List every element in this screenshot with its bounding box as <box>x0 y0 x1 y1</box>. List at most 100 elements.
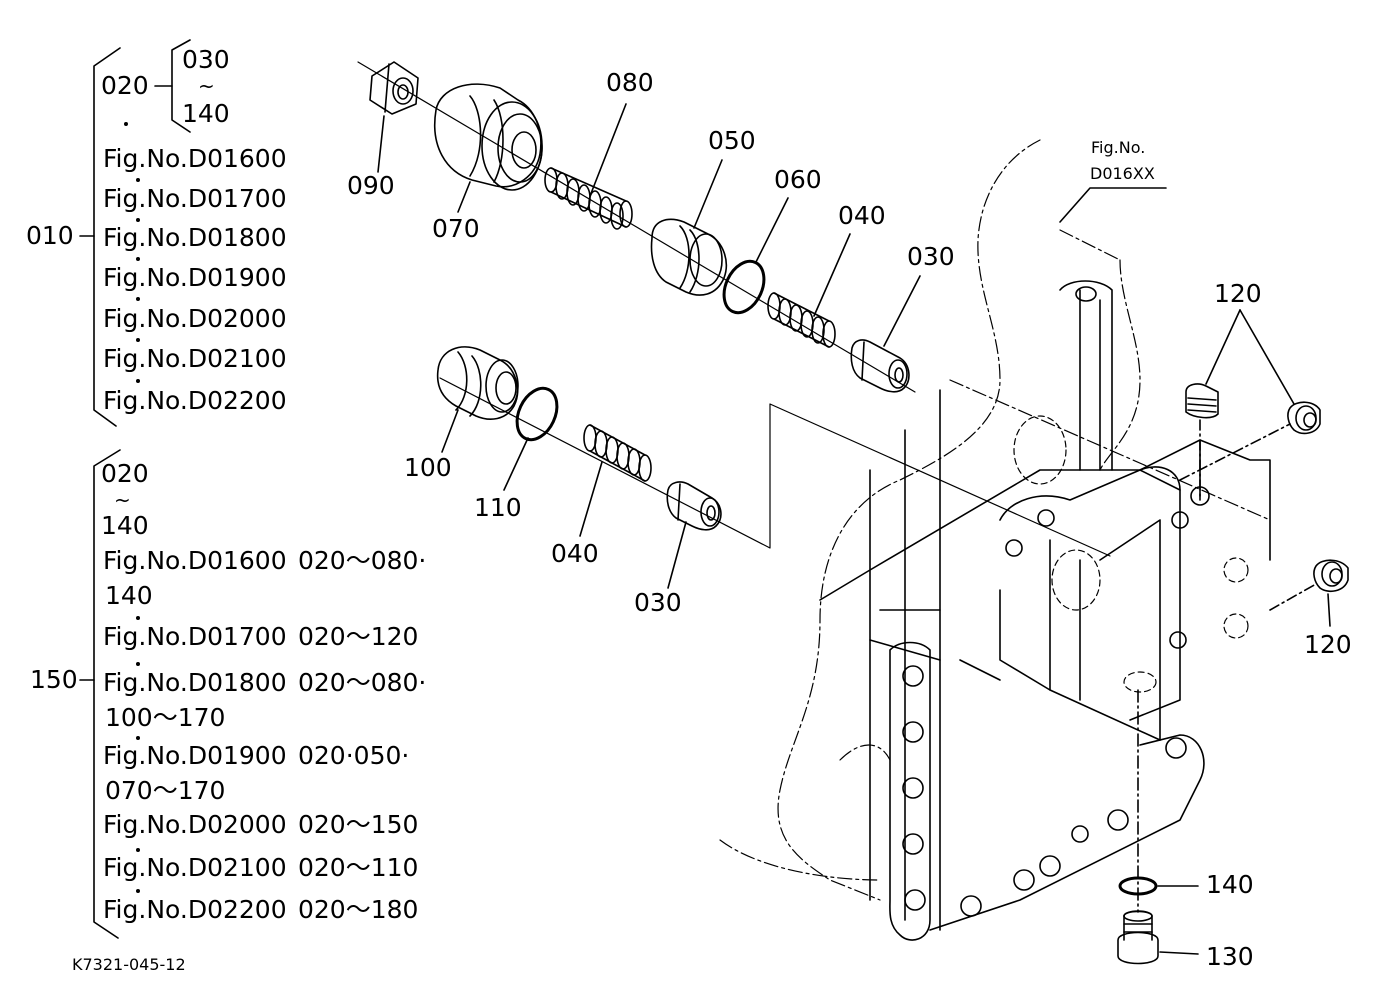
label-140-range-end: 140 <box>182 99 230 128</box>
fig-150-2: Fig.No.D01700 <box>103 622 287 651</box>
fig-010-3: Fig.No.D01800 <box>103 223 287 252</box>
leader-060 <box>755 197 789 263</box>
part-080-spring <box>544 167 633 230</box>
fig-150-7: Fig.No.D02200 <box>103 895 287 924</box>
part-060-oring <box>722 259 766 315</box>
leader-070 <box>457 181 471 213</box>
callout-120-right: 120 <box>1304 630 1352 659</box>
callout-040-lower: 040 <box>551 539 599 568</box>
callout-030-lower: 030 <box>634 588 682 617</box>
fig-150-2-parts: 020～120 <box>298 622 419 651</box>
fig-010-7: Fig.No.D02200 <box>103 386 287 415</box>
dot-separator <box>136 889 140 893</box>
fig-150-4-parts: 020·050· <box>298 741 410 770</box>
fig-150-3: Fig.No.D01800 <box>103 668 287 697</box>
leader-030-upper <box>883 275 921 347</box>
bracket-020-sub <box>154 39 191 133</box>
leader-120-c <box>1327 593 1331 627</box>
leader-120-b <box>1239 309 1295 405</box>
part-050-sleeve <box>650 218 728 296</box>
callout-060: 060 <box>774 165 822 194</box>
range-tilde-020: ~ <box>198 74 215 98</box>
part-100-plug <box>436 346 519 420</box>
axis-120-c <box>1269 583 1317 611</box>
callout-080: 080 <box>606 68 654 97</box>
leader-130 <box>1159 951 1199 955</box>
fig-150-4-cont: 070～170 <box>105 776 226 805</box>
label-150-range-start: 020 <box>101 459 149 488</box>
label-010: 010 <box>26 221 74 250</box>
dot-separator <box>136 297 140 301</box>
fig-010-1: Fig.No.D01600 <box>103 144 287 173</box>
dot-separator <box>136 218 140 222</box>
callout-120-top: 120 <box>1214 279 1262 308</box>
part-040-spring-upper <box>767 292 836 348</box>
lower-centerline <box>439 377 1111 557</box>
leader-ref-figure <box>1059 187 1167 223</box>
housing-case <box>819 280 1271 941</box>
callout-070: 070 <box>432 214 480 243</box>
label-020: 020 <box>101 71 149 100</box>
dot-separator <box>136 848 140 852</box>
part-070-plug <box>434 83 543 191</box>
callout-090: 090 <box>347 171 395 200</box>
leader-090 <box>377 115 385 173</box>
dot-separator <box>136 736 140 740</box>
part-110-oring <box>515 386 559 442</box>
bracket-010 <box>79 47 121 427</box>
callout-100: 100 <box>404 453 452 482</box>
dot-separator <box>136 616 140 620</box>
leader-110 <box>503 437 529 491</box>
drawing-code: K7321-045-12 <box>72 955 186 974</box>
label-150: 150 <box>30 665 78 694</box>
fig-150-3-cont: 100～170 <box>105 703 226 732</box>
part-030-bushing-lower <box>666 481 722 531</box>
range-tilde-150: ~ <box>114 488 131 512</box>
part-040-spring-lower <box>583 424 652 482</box>
callout-050: 050 <box>708 126 756 155</box>
part-130-drain-plug <box>1117 910 1159 965</box>
fig-150-1-cont: 140 <box>105 581 153 610</box>
part-090-nut <box>369 61 419 115</box>
ref-figure-line1: Fig.No. <box>1091 138 1146 157</box>
callout-040-upper: 040 <box>838 201 886 230</box>
dot-separator <box>136 338 140 342</box>
fig-150-5-parts: 020～150 <box>298 810 419 839</box>
label-150-range-end: 140 <box>101 511 149 540</box>
part-030-bushing-upper <box>850 339 910 393</box>
dot-separator <box>124 122 128 126</box>
fig-150-3-parts: 020～080· <box>298 668 427 697</box>
upper-centerline <box>357 61 916 393</box>
housing-phantom-outline <box>719 139 1271 901</box>
leader-030-lower <box>667 521 687 589</box>
leader-050 <box>693 159 723 229</box>
dot-separator <box>136 662 140 666</box>
part-120-plug-b <box>1287 401 1321 435</box>
leader-080 <box>589 103 627 197</box>
dot-separator <box>136 178 140 182</box>
fig-150-7-parts: 020～180 <box>298 895 419 924</box>
callout-030-upper: 030 <box>907 242 955 271</box>
callout-130: 130 <box>1206 942 1254 971</box>
fig-010-2: Fig.No.D01700 <box>103 184 287 213</box>
fig-150-1: Fig.No.D01600 <box>103 546 287 575</box>
axis-120-b <box>1179 423 1291 481</box>
fig-010-6: Fig.No.D02100 <box>103 344 287 373</box>
bracket-150 <box>79 449 121 939</box>
leader-040-lower <box>579 461 603 537</box>
fig-150-4: Fig.No.D01900 <box>103 741 287 770</box>
dot-separator <box>136 379 140 383</box>
leader-040-upper <box>813 233 851 317</box>
part-140-oring <box>1118 876 1158 896</box>
leader-120-a <box>1205 309 1241 385</box>
leader-100 <box>441 409 459 453</box>
dot-separator <box>136 257 140 261</box>
label-030-range-start: 030 <box>182 45 230 74</box>
fig-150-6: Fig.No.D02100 <box>103 853 287 882</box>
fig-010-5: Fig.No.D02000 <box>103 304 287 333</box>
part-120-plug-c <box>1313 559 1349 593</box>
fig-010-4: Fig.No.D01900 <box>103 263 287 292</box>
fig-150-5: Fig.No.D02000 <box>103 810 287 839</box>
ref-figure-line2: D016XX <box>1090 164 1155 183</box>
